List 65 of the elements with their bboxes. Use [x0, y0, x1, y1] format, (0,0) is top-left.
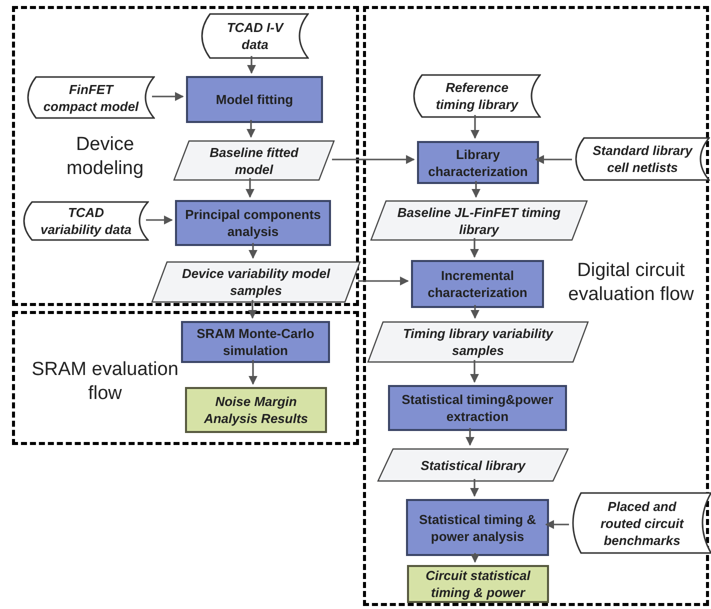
arrow [470, 305, 480, 319]
region-title: Device modeling [65, 133, 145, 181]
box-label: Standard library cell netlists [592, 142, 694, 176]
box-label: Baseline fitted model [208, 144, 300, 178]
arrow [246, 120, 256, 138]
box-label: Model fitting [214, 91, 294, 108]
arrow [248, 243, 258, 259]
box-label: Placed and routed circuit benchmarks [599, 498, 685, 548]
box-label: Principal components analysis [184, 206, 322, 240]
box-label: Timing library variability samples [402, 325, 554, 359]
arrow [470, 553, 480, 563]
box-label: Device variability model samples [180, 265, 332, 299]
box-label: Library characterization [427, 146, 529, 180]
box-label: Baseline JL-FinFET timing library [396, 204, 562, 238]
dashed-region [12, 311, 359, 445]
box-label: TCAD I-V data [226, 19, 285, 53]
arrow [466, 428, 474, 446]
box-label: FinFET compact model [42, 80, 140, 114]
process-box [388, 385, 567, 431]
arrow [246, 178, 254, 198]
data-parallelogram [173, 140, 335, 181]
arrow [470, 360, 479, 383]
region-title: SRAM evaluation flow [30, 358, 180, 406]
data-input-shape [201, 13, 309, 59]
region-title: Digital circuit evaluation flow [567, 259, 695, 307]
data-parallelogram [377, 448, 569, 482]
data-parallelogram [370, 200, 588, 241]
box-label: SRAM Monte-Carlo simulation [196, 325, 316, 359]
arrow [152, 92, 184, 101]
box-label: Statistical library [420, 456, 527, 474]
data-input-shape [413, 74, 541, 118]
dashed-region [363, 6, 709, 606]
data-parallelogram [151, 261, 361, 303]
box-label: Statistical timing&power extraction [400, 391, 554, 425]
arrow [248, 300, 257, 319]
process-box [186, 76, 323, 123]
box-label: TCAD variability data [39, 204, 133, 238]
arrow [247, 56, 256, 74]
data-input-shape [575, 137, 710, 181]
arrow [545, 520, 569, 529]
arrow [470, 479, 479, 497]
data-input-shape [27, 76, 155, 119]
box-label: Noise Margin Analysis Results [202, 393, 310, 427]
result-box [185, 387, 327, 433]
process-box [417, 141, 539, 184]
arrow [332, 155, 415, 164]
process-box [181, 321, 330, 363]
data-input-shape [572, 492, 711, 554]
arrow [248, 360, 258, 385]
box-label: Incremental characterization [426, 267, 528, 301]
arrow [470, 238, 479, 258]
box-label: Statistical timing & power analysis [418, 510, 538, 544]
arrow [358, 276, 409, 286]
process-box [175, 200, 331, 246]
box-label: Circuit statistical timing & power [424, 567, 532, 601]
process-box [411, 260, 544, 308]
arrow [470, 115, 480, 139]
box-label: Reference timing library [434, 79, 520, 113]
process-box [406, 499, 549, 556]
dashed-region [12, 6, 359, 306]
data-parallelogram [367, 321, 589, 363]
arrow [535, 155, 572, 164]
data-input-shape [23, 201, 149, 241]
arrow [472, 181, 480, 198]
result-box [407, 565, 549, 603]
